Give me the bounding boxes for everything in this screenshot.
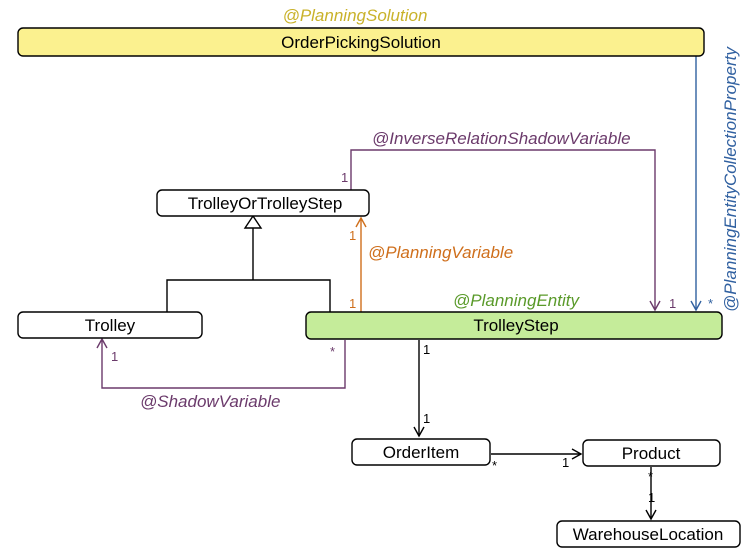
shadow-variable-connector [96,337,346,389]
class-box-solution[interactable]: OrderPickingSolution [17,27,705,57]
planning-entity-annotation: @PlanningEntity [453,291,580,310]
planning-solution-annotation: @PlanningSolution [283,6,428,25]
mult-product-to-location-top: * [648,469,653,484]
class-box-product[interactable]: Product [582,439,721,467]
mult-collection-target: * [708,296,713,311]
class-name-trolley-step: TrolleyStep [473,316,558,335]
inverse-shadow-annotation: @InverseRelationShadowVariable [372,129,631,148]
mult-shadow-trolley: 1 [111,349,118,364]
class-name-product: Product [622,444,681,463]
mult-inverse-target: 1 [669,296,676,311]
mult-step-to-item-bottom: 1 [423,411,430,426]
mult-step-to-item-top: 1 [423,342,430,357]
class-name-trolley: Trolley [85,316,136,335]
inverse-shadow-connector [350,149,661,312]
mult-planning-var-top: 1 [349,228,356,243]
class-box-warehouse-location[interactable]: WarehouseLocation [556,520,741,548]
class-box-order-item[interactable]: OrderItem [351,438,491,466]
class-box-trolley[interactable]: Trolley [17,311,203,339]
mult-product-to-location-bottom: 1 [648,490,655,505]
class-box-trolley-or-step[interactable]: TrolleyOrTrolleyStep [156,189,370,217]
mult-inverse-source: 1 [341,170,348,185]
collection-property-annotation: @PlanningEntityCollectionProperty [721,46,740,312]
shadow-variable-annotation: @ShadowVariable [140,392,280,411]
class-name-solution: OrderPickingSolution [281,33,441,52]
class-name-trolley-or-step: TrolleyOrTrolleyStep [188,194,343,213]
inheritance-connector [166,228,331,312]
class-box-trolley-step[interactable]: TrolleyStep [305,311,723,340]
planning-variable-annotation: @PlanningVariable [368,243,513,262]
inheritance-triangle-icon [243,214,263,229]
mult-shadow-step: * [330,344,335,359]
mult-planning-var-bottom: 1 [349,296,356,311]
class-name-warehouse-location: WarehouseLocation [573,525,724,544]
mult-item-to-product-right: 1 [562,455,569,470]
class-name-order-item: OrderItem [383,443,460,462]
mult-item-to-product-left: * [492,458,497,473]
